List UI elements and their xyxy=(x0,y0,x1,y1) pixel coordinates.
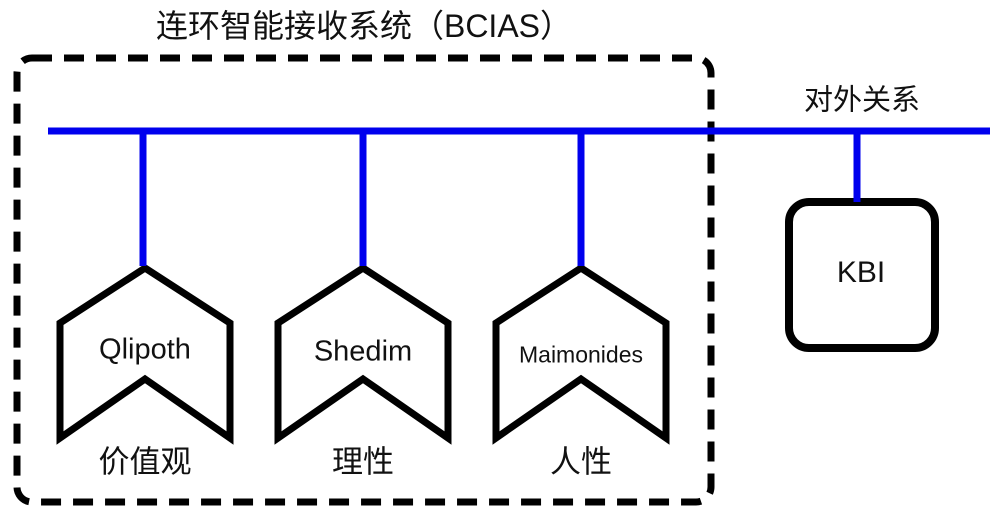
chevron-name-maimonides: Maimonides xyxy=(519,341,643,368)
chevron-name-shedim: Shedim xyxy=(313,335,413,368)
chevron-shape-maimonides xyxy=(492,263,670,445)
diagram-title: 连环智能接收系统（BCIAS） xyxy=(155,8,573,44)
chevron-caption-humanity: 人性 xyxy=(550,444,612,480)
external-relations-label: 对外关系 xyxy=(803,84,921,117)
chevron-caption-values: 价值观 xyxy=(98,444,192,480)
chevron-name-qlipoth: Qlipoth xyxy=(99,333,191,366)
kbi-box-label: KBI xyxy=(836,256,886,289)
chevron-caption-rationality: 理性 xyxy=(332,444,394,480)
system-boundary-dashed-box xyxy=(13,54,715,506)
chevron-shape-qlipoth xyxy=(56,263,234,445)
chevron-shape-shedim xyxy=(274,263,452,445)
kbi-box xyxy=(785,198,939,352)
